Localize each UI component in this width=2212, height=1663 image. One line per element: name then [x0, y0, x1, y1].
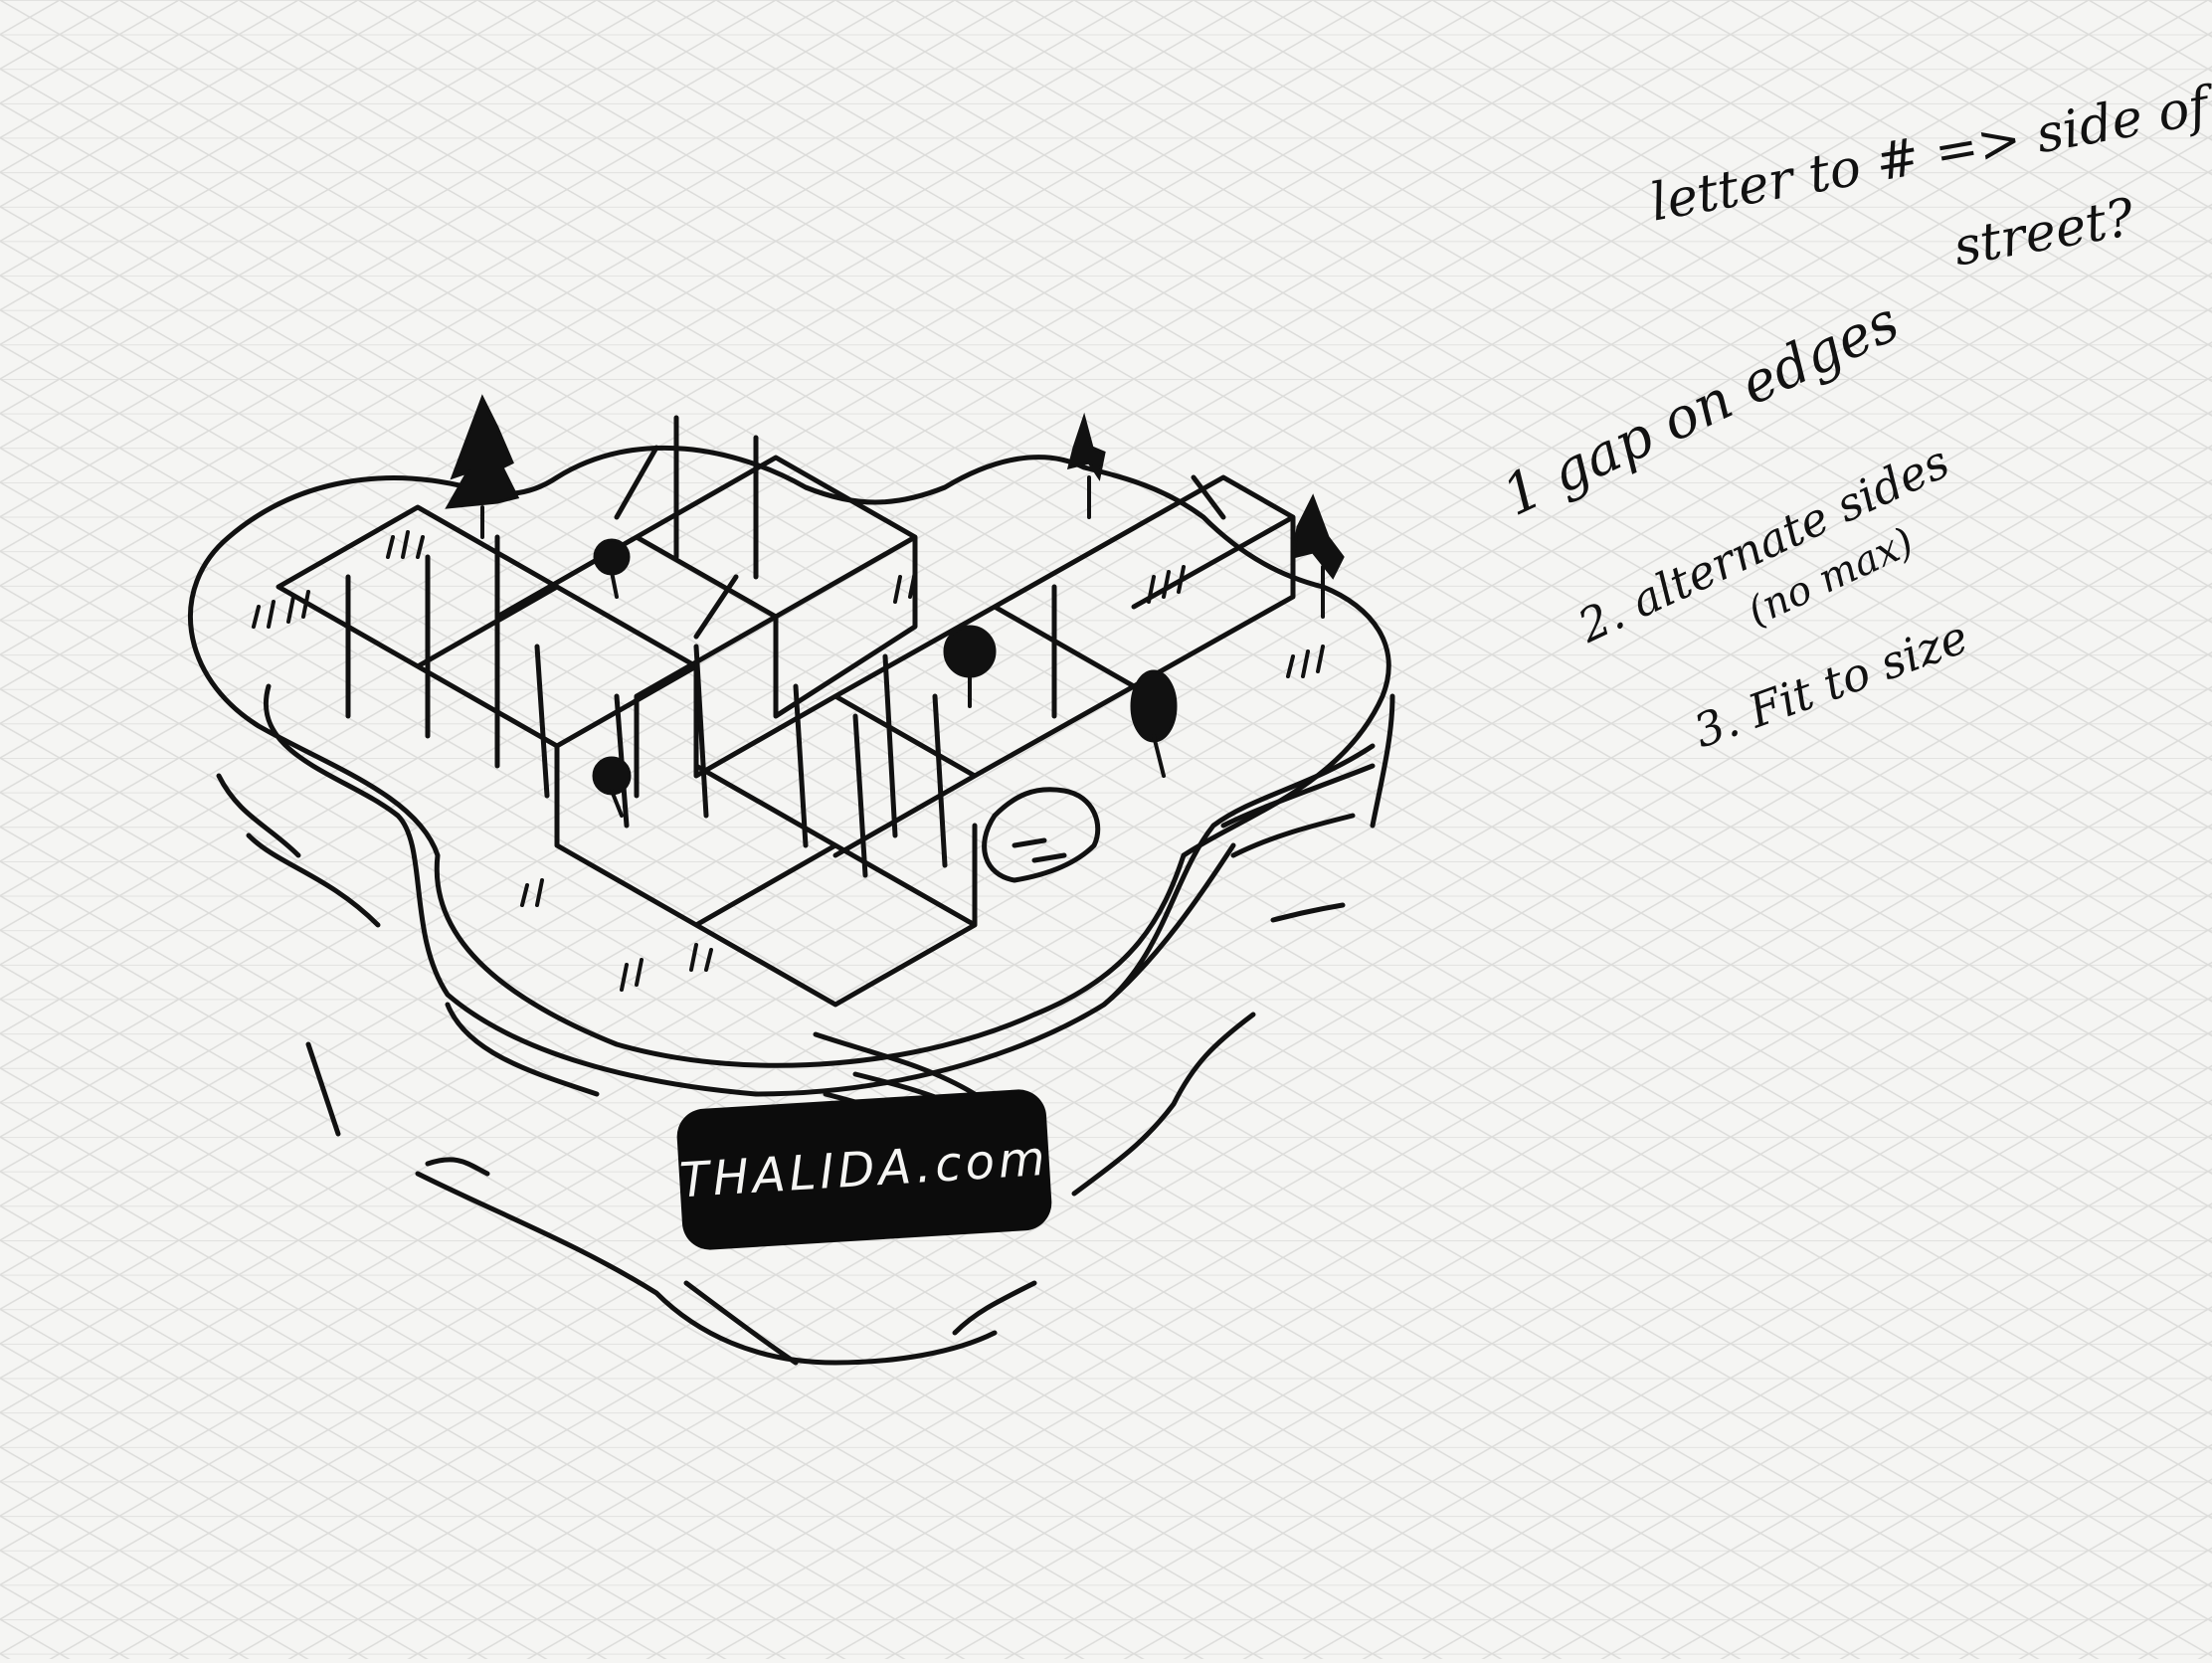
island-cliff — [264, 683, 1376, 1097]
street-lots — [345, 415, 1226, 878]
water-right — [952, 693, 1395, 1336]
water-lines-front — [425, 1031, 978, 1177]
logo-text: THALIDA.com — [677, 1130, 1051, 1209]
street-grid — [276, 455, 1296, 1008]
pine-tree-top — [1066, 412, 1106, 481]
pine-tree-left — [445, 394, 520, 509]
tree-round-3 — [1130, 669, 1178, 743]
island-outline — [187, 445, 1391, 1068]
hatch-marks — [252, 530, 1325, 992]
tree-round-4 — [592, 756, 632, 796]
rock — [982, 787, 1101, 883]
island-base — [445, 842, 1236, 1097]
water-left — [216, 773, 998, 1366]
tree-round-2 — [943, 625, 997, 678]
tree-trunks — [480, 475, 1325, 818]
tree-round-1 — [593, 538, 631, 576]
pine-tree-right — [1291, 493, 1345, 580]
logo-badge: THALIDA.com — [675, 1087, 1053, 1252]
